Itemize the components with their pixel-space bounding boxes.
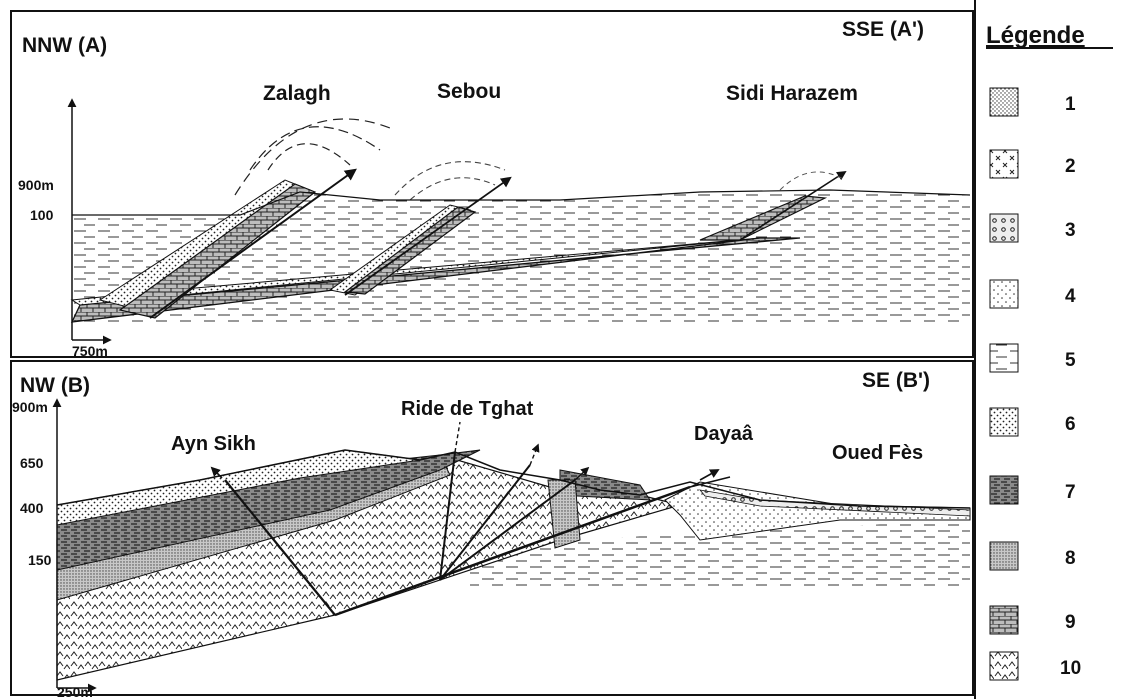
legend-number-8: 8 — [1065, 548, 1076, 569]
legend-item-3: 3 — [990, 214, 1076, 242]
site-label-sidi-harazem: Sidi Harazem — [726, 82, 858, 105]
section-a-right-label: SSE (A') — [842, 18, 924, 41]
legend-swatch-7 — [990, 476, 1018, 504]
section-a-tick-900m: 900m — [18, 177, 54, 193]
legend-swatch-5 — [990, 344, 1018, 372]
section-b-tick-400: 400 — [20, 500, 44, 516]
legend-number-5: 5 — [1065, 350, 1076, 371]
section-a-panel: NNW (A) SSE (A') Zalagh Sebou Sidi Haraz… — [11, 11, 973, 359]
legend-number-7: 7 — [1065, 482, 1076, 503]
section-b-left-label: NW (B) — [20, 374, 90, 397]
site-label-sebou: Sebou — [437, 80, 501, 103]
legend-swatch-9 — [990, 606, 1018, 634]
section-b-scale-label: 250m — [57, 684, 93, 699]
site-label-dayaa: Dayaâ — [694, 423, 754, 445]
legend-item-8: 8 — [990, 542, 1076, 570]
legend-item-6: 6 — [990, 408, 1076, 436]
section-b-tick-650: 650 — [20, 455, 44, 471]
legend-panel: Légende 1 2 3 4 5 6 7 — [975, 0, 1113, 699]
legend-swatch-6 — [990, 408, 1018, 436]
legend-item-10: 10 — [990, 652, 1081, 680]
legend-swatch-10 — [990, 652, 1018, 680]
legend-swatch-1 — [990, 88, 1018, 116]
legend-number-6: 6 — [1065, 414, 1076, 435]
legend-item-1: 1 — [990, 88, 1076, 116]
section-b-right-label: SE (B') — [862, 369, 930, 392]
section-a-left-label: NNW (A) — [22, 34, 107, 57]
legend-number-10: 10 — [1060, 658, 1081, 679]
legend-item-7: 7 — [990, 476, 1076, 504]
legend-item-4: 4 — [990, 280, 1076, 308]
legend-item-5: 5 — [990, 344, 1076, 372]
legend-swatch-8 — [990, 542, 1018, 570]
legend-title: Légende — [986, 22, 1085, 49]
section-a-scale-label: 750m — [72, 343, 108, 359]
legend-item-2: 2 — [990, 150, 1076, 178]
legend-swatch-4 — [990, 280, 1018, 308]
site-label-zalagh: Zalagh — [263, 82, 331, 105]
site-label-oued-fes: Oued Fès — [832, 442, 923, 464]
legend-item-9: 9 — [990, 606, 1076, 634]
legend-number-3: 3 — [1065, 220, 1076, 241]
legend-number-9: 9 — [1065, 612, 1076, 633]
legend-number-2: 2 — [1065, 156, 1076, 177]
site-label-ayn-sikh: Ayn Sikh — [171, 433, 256, 455]
legend-swatch-3 — [990, 214, 1018, 242]
legend-number-1: 1 — [1065, 94, 1076, 115]
section-b-tick-150: 150 — [28, 552, 52, 568]
legend-number-4: 4 — [1065, 286, 1076, 307]
section-b-panel: NW (B) SE (B') Ayn Sikh Ride de Tghat Da… — [11, 361, 973, 699]
section-a-tick-100: 100 — [30, 207, 54, 223]
legend-swatch-2 — [990, 150, 1018, 178]
section-b-tick-900m: 900m — [12, 399, 48, 415]
site-label-ride-de-tghat: Ride de Tghat — [401, 398, 534, 420]
